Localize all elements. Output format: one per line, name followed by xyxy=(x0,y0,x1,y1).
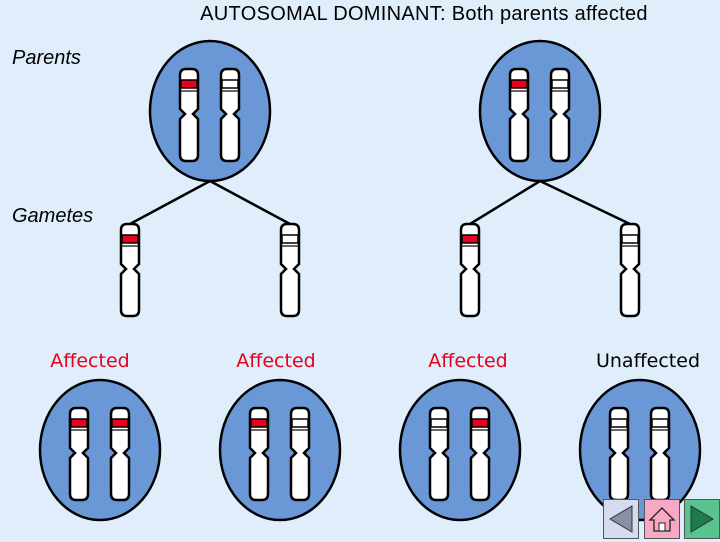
cell-body xyxy=(578,378,702,522)
cell-body xyxy=(218,378,342,522)
dominant-allele-band xyxy=(471,418,489,428)
outcome-label-1: Affected xyxy=(50,350,130,372)
cells xyxy=(38,39,702,522)
gamete-chromosome-3 xyxy=(459,222,481,318)
chromosome-left xyxy=(508,67,530,163)
cell-body xyxy=(478,39,602,183)
chromosome-right xyxy=(549,67,571,163)
dominant-allele-band xyxy=(111,418,129,428)
dominant-allele-band xyxy=(121,234,139,244)
connector-line xyxy=(129,179,211,226)
outcome-label-4: Unaffected xyxy=(595,350,701,372)
chromosome-right xyxy=(469,406,491,502)
chromosome-left xyxy=(428,406,450,502)
dominant-allele-band xyxy=(250,418,268,428)
gamete-chromosome-2 xyxy=(279,222,301,318)
cell-body xyxy=(38,378,162,522)
chromosome-right xyxy=(649,406,671,502)
dominant-allele-band xyxy=(461,234,479,244)
dominant-allele-band xyxy=(180,79,198,89)
parents-label: Parents xyxy=(12,47,81,69)
parent-cell-2 xyxy=(478,39,602,183)
page-title: AUTOSOMAL DOMINANT: Both parents affecte… xyxy=(200,3,648,25)
connector-line xyxy=(209,179,291,226)
cell-body xyxy=(398,378,522,522)
outcome-label-3: Affected xyxy=(428,350,508,372)
connector-line xyxy=(469,179,541,226)
connector-line xyxy=(539,179,631,226)
offspring-cell-2 xyxy=(218,378,342,522)
chromosome-left xyxy=(68,406,90,502)
right-arrow-icon xyxy=(690,505,714,533)
offspring-cell-1 xyxy=(38,378,162,522)
dominant-allele-band xyxy=(510,79,528,89)
gamete-chromosome-1 xyxy=(119,222,141,318)
next-button[interactable] xyxy=(684,499,720,539)
home-icon xyxy=(648,507,676,532)
outcome-label-2: Affected xyxy=(236,350,316,372)
chromosome-left xyxy=(608,406,630,502)
chromosome-right xyxy=(219,67,241,163)
offspring-cell-3 xyxy=(398,378,522,522)
normal-allele-band xyxy=(291,418,309,428)
parent-cell-1 xyxy=(148,39,272,183)
chromosome-left xyxy=(248,406,270,502)
offspring-cell-4 xyxy=(578,378,702,522)
normal-allele-band xyxy=(430,418,448,428)
normal-allele-band xyxy=(281,234,299,244)
previous-button[interactable] xyxy=(603,499,639,539)
normal-allele-band xyxy=(610,418,628,428)
home-button[interactable] xyxy=(644,499,680,539)
chromosome-left xyxy=(178,67,200,163)
connector-lines xyxy=(129,179,631,226)
dominant-allele-band xyxy=(70,418,88,428)
normal-allele-band xyxy=(621,234,639,244)
normal-allele-band xyxy=(221,79,239,89)
gamete-chromosome-4 xyxy=(619,222,641,318)
gametes-label: Gametes xyxy=(12,205,94,227)
normal-allele-band xyxy=(551,79,569,89)
normal-allele-band xyxy=(651,418,669,428)
chromosome-right xyxy=(109,406,131,502)
cell-body xyxy=(148,39,272,183)
chromosome-right xyxy=(289,406,311,502)
left-arrow-icon xyxy=(609,505,633,533)
